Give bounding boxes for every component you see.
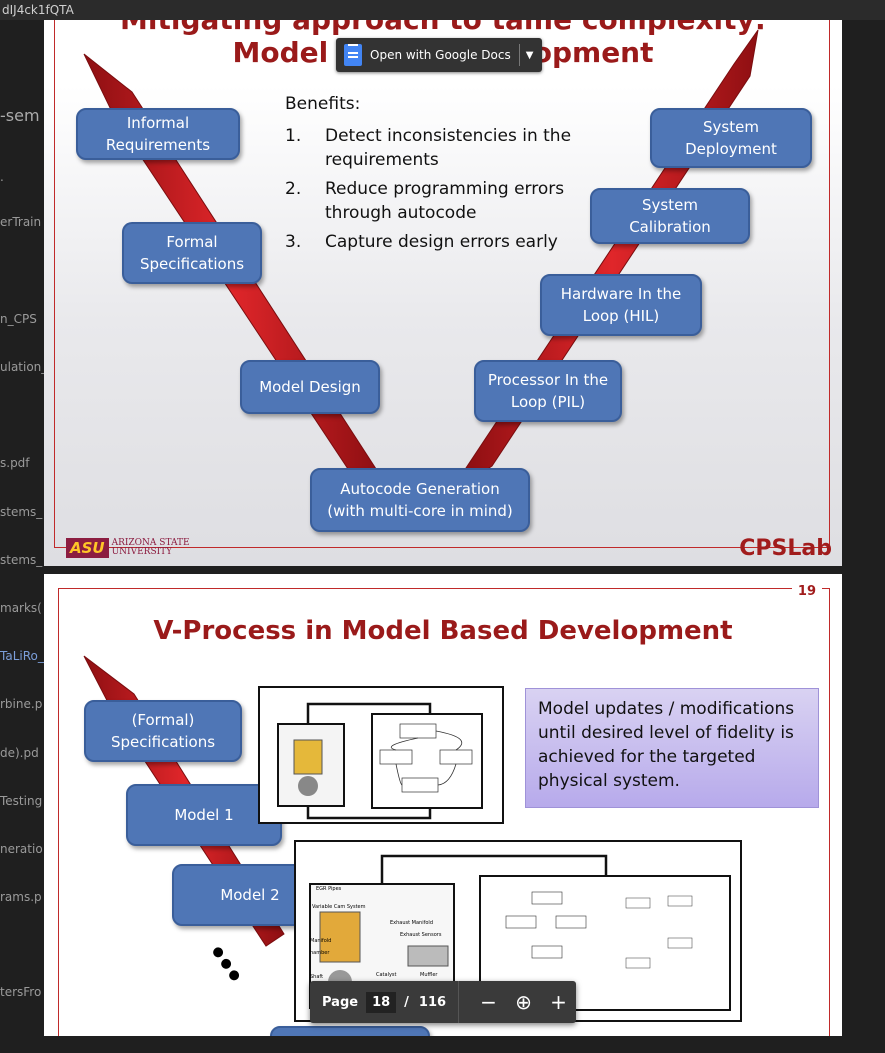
engine-label-muffler: Muffler xyxy=(420,972,438,978)
file-list-item[interactable]: Testing xyxy=(0,794,43,808)
file-list-item[interactable]: rbine.p xyxy=(0,697,43,711)
file-list-item[interactable]: rams.p xyxy=(0,890,42,904)
engine-label-sensors: Exhaust Sensors xyxy=(400,932,442,938)
page-label: Page xyxy=(322,994,359,1010)
google-docs-icon xyxy=(344,44,362,66)
benefit-item: 1.Detect inconsistencies in the requirem… xyxy=(285,126,572,170)
model-design-box: Model Design xyxy=(240,360,380,414)
engine-label-egr: EGR Pipes xyxy=(316,886,342,892)
slide-page-number: 19 xyxy=(791,584,822,599)
open-with-google-docs-button[interactable]: Open with Google Docs ▼ xyxy=(336,38,542,72)
file-list-item[interactable]: neratio xyxy=(0,842,43,856)
pil-box: Processor In the Loop (PIL) xyxy=(474,360,622,422)
model1-diagram-drawing xyxy=(277,702,483,820)
open-with-google-docs-label: Open with Google Docs xyxy=(370,48,511,62)
zoom-icon[interactable]: ⊕ xyxy=(515,990,532,1014)
page-toolbar: Page 18 / 116 − ⊕ + xyxy=(310,981,576,1023)
cpslab-logo: CPSLab xyxy=(739,536,832,561)
window-title-bar: dIJ4ck1fQTA xyxy=(0,0,885,20)
benefit-item: 2.Reduce programming errors through auto… xyxy=(285,179,565,223)
engine-label-manifold: Manifold xyxy=(310,938,332,944)
zoom-in-icon[interactable]: + xyxy=(550,990,567,1014)
system-deployment-box: System Deployment xyxy=(650,108,812,168)
zoom-out-icon[interactable]: − xyxy=(480,990,497,1014)
total-pages: 116 xyxy=(418,994,447,1010)
file-list-item[interactable]: marks( xyxy=(0,601,42,615)
engine-label-shaft: Shaft xyxy=(310,974,324,980)
engine-label-chamber: hamber xyxy=(310,950,330,956)
page-separator: / xyxy=(404,994,409,1010)
url-fragment: dIJ4ck1fQTA xyxy=(2,3,74,17)
asu-line2: UNIVERSITY xyxy=(111,547,173,557)
file-list-item[interactable]: de).pd xyxy=(0,746,39,760)
slide-frame xyxy=(58,588,830,1036)
file-list-item[interactable]: tersFro xyxy=(0,985,42,999)
engine-label-exhaust: Exhaust Manifold xyxy=(390,920,433,926)
model1-diagram xyxy=(258,686,504,824)
slide-title: V-Process in Model Based Development xyxy=(153,616,733,646)
model1-box: Model 1 xyxy=(126,784,282,846)
file-list-sidebar: -sem . erTrain n_CPS ulation_ s.pdf stem… xyxy=(0,20,44,1053)
autocode-generation-box: Autocode Generation (with multi-core in … xyxy=(310,468,530,532)
current-page-input[interactable]: 18 xyxy=(366,991,397,1013)
file-list-item[interactable]: stems_ xyxy=(0,505,43,519)
dropdown-caret-icon[interactable]: ▼ xyxy=(525,49,534,61)
file-list-item[interactable]: n_CPS xyxy=(0,312,37,326)
file-list-item[interactable]: erTrain xyxy=(0,215,42,229)
slide-frame xyxy=(54,20,830,548)
asu-line1: ARIZONA STATE xyxy=(111,538,190,548)
slide-page-18: Mitigating approach to tame complexity: … xyxy=(44,20,842,566)
benefits-heading: Benefits: xyxy=(285,94,361,114)
file-list-item[interactable]: ulation_ xyxy=(0,360,44,374)
file-list-item-selected[interactable]: TaLiRo_ xyxy=(0,649,44,663)
hil-box: Hardware In the Loop (HIL) xyxy=(540,274,702,336)
engine-label-catalyst: Catalyst xyxy=(376,972,397,978)
file-list-item[interactable]: -sem xyxy=(0,106,40,125)
file-list-item[interactable]: s.pdf xyxy=(0,456,30,470)
file-list-item[interactable]: stems_ xyxy=(0,553,43,567)
file-list-item[interactable]: . xyxy=(0,170,4,184)
engine-label-cam: Variable Cam System xyxy=(312,904,366,910)
benefit-item: 3.Capture design errors early xyxy=(285,232,558,252)
benefits-list: Benefits: 1.Detect inconsistencies in th… xyxy=(285,92,575,259)
informal-requirements-box: Informal Requirements xyxy=(76,108,240,160)
formal-specifications-box: Formal Specifications xyxy=(122,222,262,284)
slide-page-19: 19 V-Process in Model Based Development … xyxy=(44,574,842,1036)
asu-mark: ASU xyxy=(66,538,109,558)
slide-title-line1: Mitigating approach to tame complexity: xyxy=(44,20,842,36)
callout-box: Model updates / modifications until desi… xyxy=(525,688,819,808)
formal-specifications-box: (Formal) Specifications xyxy=(84,700,242,762)
model3-box-partial xyxy=(270,1026,430,1036)
system-calibration-box: System Calibration xyxy=(590,188,750,244)
